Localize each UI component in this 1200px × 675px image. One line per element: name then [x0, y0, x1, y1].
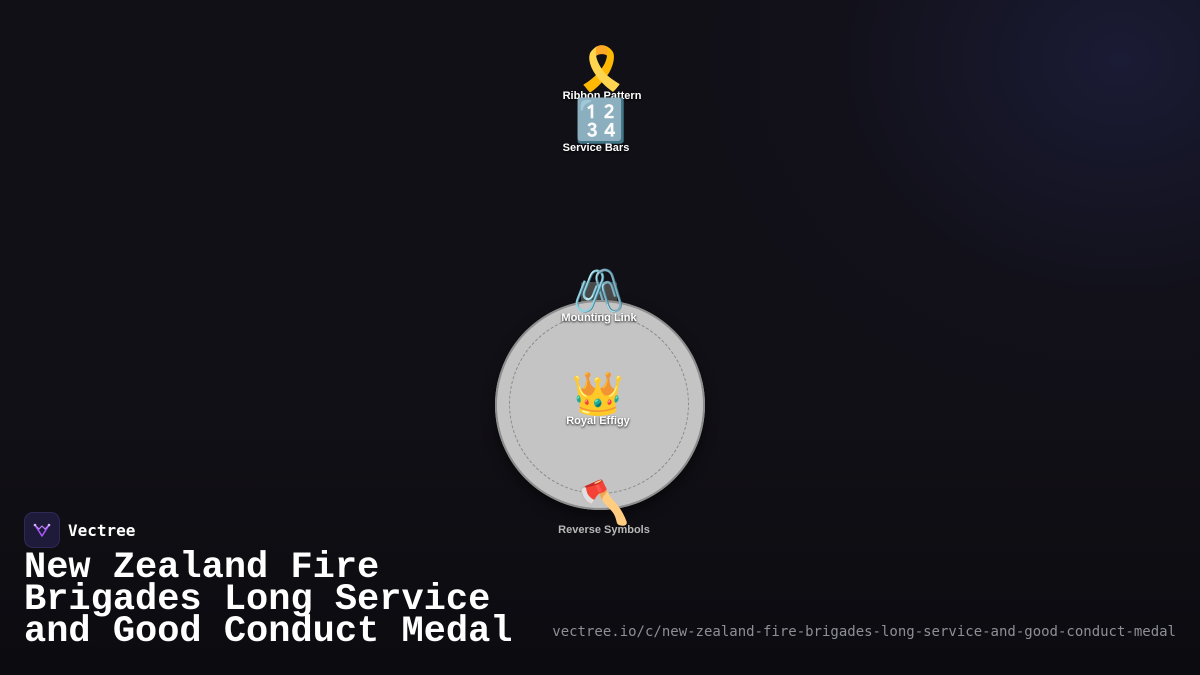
node-label: Ribbon Pattern	[562, 90, 642, 102]
medal-inner-ring	[509, 314, 689, 494]
page-url[interactable]: vectree.io/c/new-zealand-fire-brigades-l…	[552, 624, 1176, 640]
node-royal-effigy[interactable]: 👑 Royal Effigy	[566, 369, 630, 428]
node-label: Royal Effigy	[566, 415, 630, 427]
brand: Vectree	[24, 512, 135, 548]
node-service-bars[interactable]: 🔢 Service Bars	[563, 96, 630, 155]
node-reverse-symbols[interactable]: 🪓 Reverse Symbols	[558, 478, 650, 537]
node-label: Service Bars	[562, 142, 630, 154]
axe-icon: 🪓	[577, 478, 631, 527]
medal-disc	[495, 300, 705, 510]
node-label: Mounting Link	[561, 312, 637, 324]
crown-icon: 👑	[571, 369, 625, 418]
node-ribbon-pattern[interactable]: 🎗️ Ribbon Pattern	[562, 44, 642, 103]
node-mounting-link[interactable]: 🖇️ Mounting Link	[561, 266, 637, 325]
paperclip-icon: 🖇️	[572, 266, 626, 315]
ribbon-icon: 🎗️	[575, 44, 629, 93]
numbers-keycap-icon: 🔢	[574, 96, 628, 145]
vectree-logo-icon	[24, 512, 60, 548]
brand-name: Vectree	[68, 520, 136, 540]
page-title: New Zealand Fire Brigades Long Service a…	[24, 547, 513, 653]
node-label: Reverse Symbols	[558, 524, 650, 536]
